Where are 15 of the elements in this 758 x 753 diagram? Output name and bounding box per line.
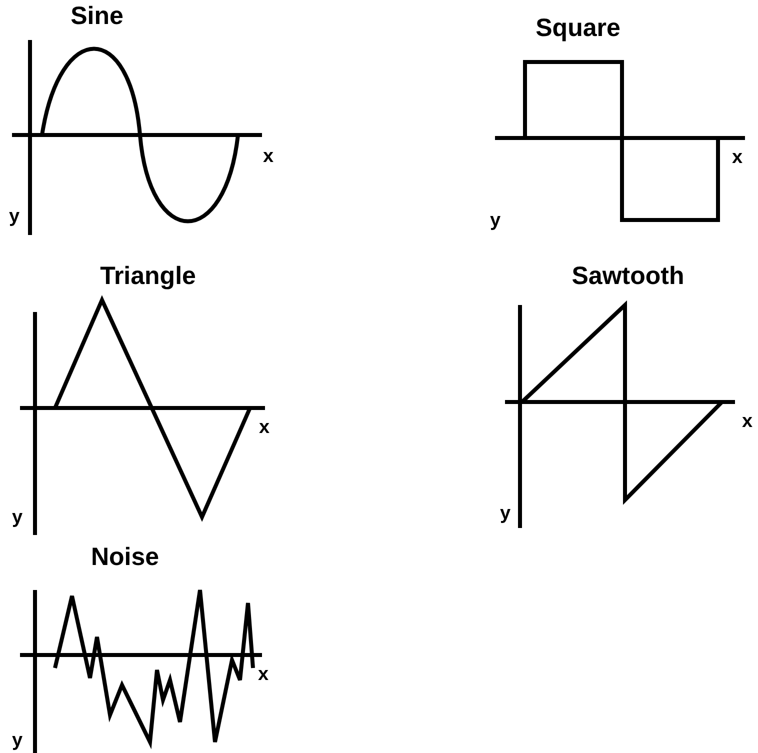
y-axis-label: y — [500, 504, 511, 523]
x-axis-label: x — [263, 147, 274, 166]
y-axis-label: y — [490, 211, 501, 230]
x-axis-label: x — [742, 412, 753, 431]
x-axis-label: x — [258, 665, 269, 684]
chart-title: Sawtooth — [572, 264, 684, 289]
y-axis-label: y — [9, 207, 20, 226]
y-axis-label: y — [12, 731, 23, 750]
x-axis-label: x — [732, 148, 743, 167]
y-axis-label: y — [12, 508, 23, 527]
chart-title: Square — [536, 16, 620, 41]
chart-title: Sine — [70, 4, 124, 29]
chart-title: Noise — [90, 545, 160, 570]
x-axis-label: x — [259, 418, 270, 437]
chart-title: Triangle — [100, 264, 196, 289]
